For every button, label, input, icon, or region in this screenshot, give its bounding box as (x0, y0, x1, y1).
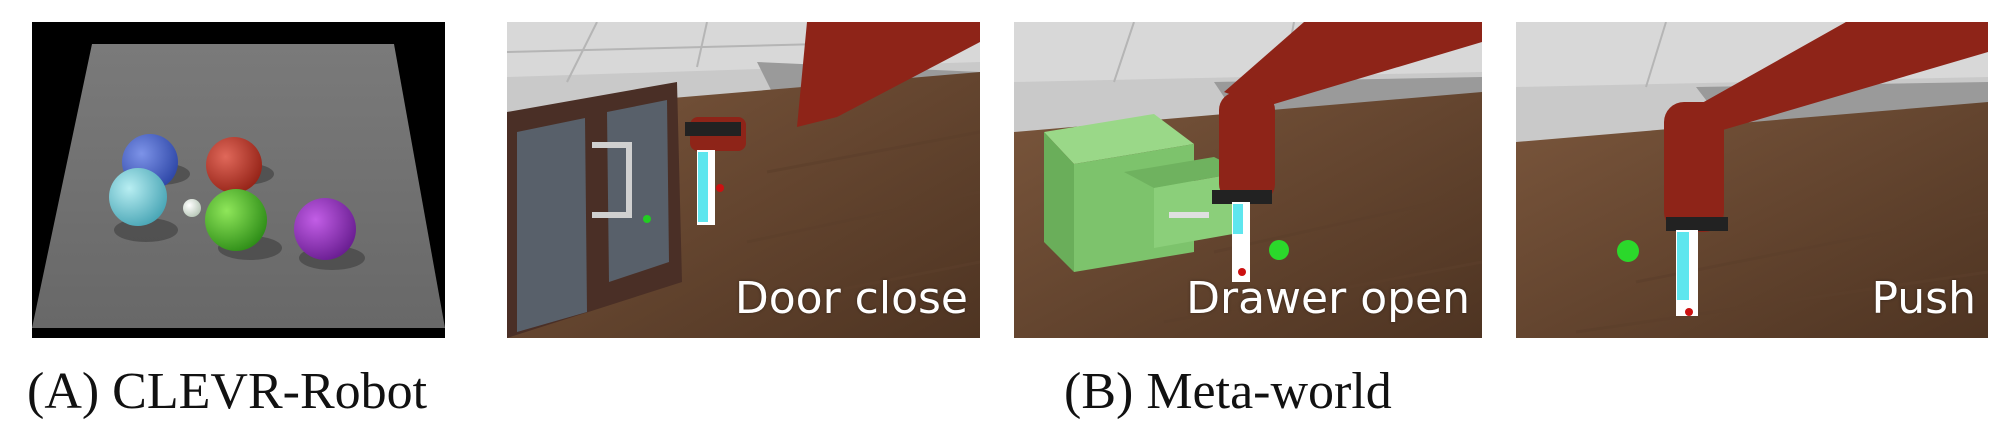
clevr-robot-image (32, 22, 445, 338)
door-close-image: Door close (507, 22, 980, 338)
drawer-open-image: Drawer open (1014, 22, 1482, 338)
red-sphere (206, 137, 262, 193)
purple-sphere (294, 198, 356, 260)
meta-world-caption: (B) Meta-world (1064, 363, 1392, 420)
push-image: Push (1516, 22, 1988, 338)
green-sphere (205, 189, 267, 251)
door-close-label: Door close (734, 273, 968, 324)
drawer-open-label: Drawer open (1186, 273, 1470, 324)
clevr-robot-caption: (A) CLEVR-Robot (27, 363, 428, 420)
cyan-sphere (109, 168, 167, 226)
push-label: Push (1871, 273, 1976, 324)
white-marker-sphere (183, 199, 201, 217)
